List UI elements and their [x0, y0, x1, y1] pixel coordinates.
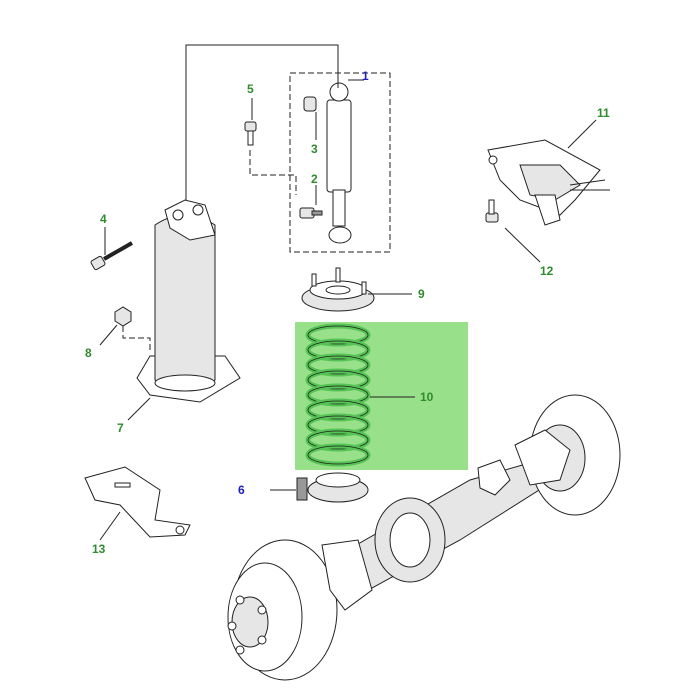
callout-4: 4: [100, 212, 107, 226]
callout-3: 3: [311, 142, 318, 156]
callout-2: 2: [311, 172, 318, 186]
spring-coil-outline: [307, 370, 369, 390]
callout-13: 13: [92, 542, 106, 556]
spring-seat-upper-part-9: [301, 267, 375, 312]
spring-seat-lower-part-6: [296, 472, 369, 503]
spring-coil-outline: [307, 430, 369, 450]
bracket-part-11: [487, 139, 610, 226]
callout-labels: 1 2 3 4 5 6 7 8 9 10 11 12 13: [85, 69, 610, 556]
spring-turret-part-7: [136, 199, 241, 403]
spring-coil-outline: [307, 355, 369, 375]
callout-7: 7: [117, 421, 124, 435]
callout-1: 1: [362, 69, 369, 83]
spring-coil-outline: [307, 340, 369, 360]
callout-6: 6: [238, 483, 245, 497]
spring-coil-outline: [307, 385, 369, 405]
spring-coil-outline: [307, 445, 369, 465]
rear-axle-assembly: [227, 394, 621, 681]
spring-coil-outline: [307, 325, 369, 345]
bolt-part-12: [485, 199, 499, 223]
leader-lines: [99, 79, 597, 541]
spring-coil-outline: [307, 415, 369, 435]
shock-absorber-group: [289, 72, 391, 253]
bolt-part-4: [90, 241, 133, 271]
coil-spring-part-10: [305, 323, 371, 467]
bracket-part-13: [84, 466, 191, 538]
callout-5: 5: [247, 82, 254, 96]
callout-12: 12: [540, 264, 554, 278]
nut-part-8: [114, 306, 151, 350]
callout-10: 10: [420, 390, 434, 404]
callout-11: 11: [597, 106, 610, 120]
bolt-part-5: [244, 121, 257, 146]
callout-9: 9: [418, 287, 425, 301]
spring-coil-outline: [307, 400, 369, 420]
callout-8: 8: [85, 346, 92, 360]
